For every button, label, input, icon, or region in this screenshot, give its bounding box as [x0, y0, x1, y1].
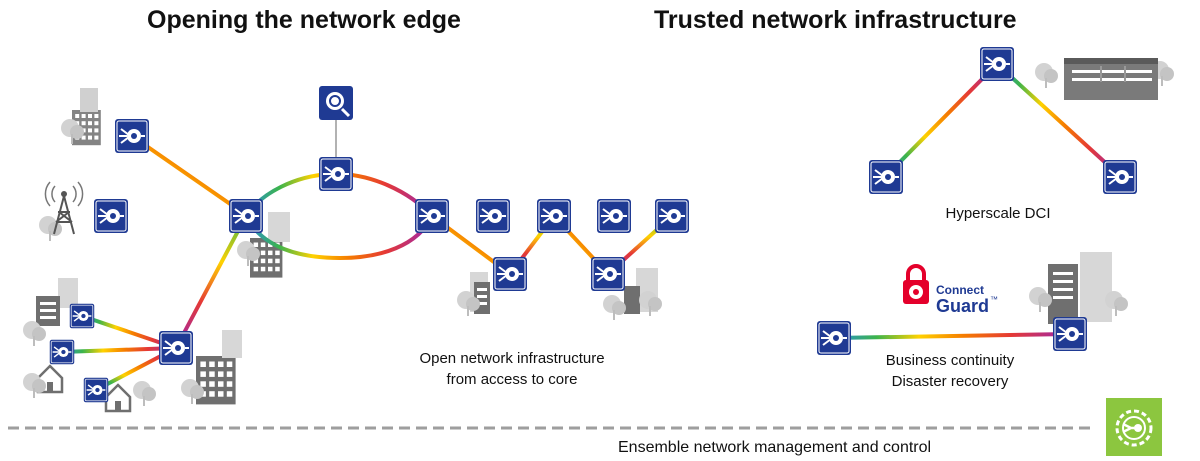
data-center-icon: [1035, 58, 1174, 100]
connectguard-line2: Guard: [936, 296, 989, 316]
hyperscale-label: Hyperscale DCI: [945, 205, 1051, 222]
network-device-icon: [590, 256, 626, 292]
network-device-icon: [1052, 316, 1088, 352]
continuity-label: Business continuity Disaster recovery: [850, 350, 1050, 392]
network-device-icon: [83, 377, 109, 403]
network-device-icon: [158, 330, 194, 366]
network-device-icon: [536, 198, 572, 234]
continuity-line2: Disaster recovery: [891, 373, 1009, 390]
city-scenery: [23, 58, 1174, 413]
network-device-icon: [475, 198, 511, 234]
open-infra-line1: Open network infrastructure: [419, 350, 605, 367]
connectguard-trademark: ™: [990, 295, 998, 304]
gear-plug-icon: [1106, 398, 1162, 456]
network-device-icon: [69, 303, 95, 329]
network-device-icon: [979, 46, 1015, 82]
connectguard-line1: Connect: [936, 283, 984, 297]
network-device-icon: [816, 320, 852, 356]
tree-icon: [639, 291, 662, 316]
tree-icon: [603, 295, 626, 320]
continuity-line1: Business continuity: [885, 352, 1015, 369]
network-device-icon: [492, 256, 528, 292]
network-device-icon: [596, 198, 632, 234]
network-device-icon: [318, 156, 354, 192]
monitoring-magnifier-icon: [319, 86, 353, 120]
lock-icon: [903, 264, 929, 304]
connectguard-logo: Connect Guard ™: [903, 264, 998, 316]
management-label: Ensemble network management and control: [618, 439, 932, 456]
network-device-icon: [1102, 159, 1138, 195]
right-section-title: Trusted network infrastructure: [654, 6, 1017, 34]
network-links: [60, 62, 1122, 392]
network-device-icon: [114, 118, 150, 154]
open-infra-line2: from access to core: [446, 371, 578, 388]
network-device-icon: [49, 339, 75, 365]
open-infra-label: Open network infrastructure from access …: [392, 348, 632, 390]
left-section-title: Opening the network edge: [147, 6, 461, 34]
network-device-icon: [868, 159, 904, 195]
building-icon: [196, 356, 236, 405]
network-device-icon: [93, 198, 129, 234]
network-device-icon: [414, 198, 450, 234]
network-device-icon: [228, 198, 264, 234]
tree-icon: [133, 381, 156, 406]
network-device-icon: [654, 198, 690, 234]
house-icon: [104, 383, 132, 413]
